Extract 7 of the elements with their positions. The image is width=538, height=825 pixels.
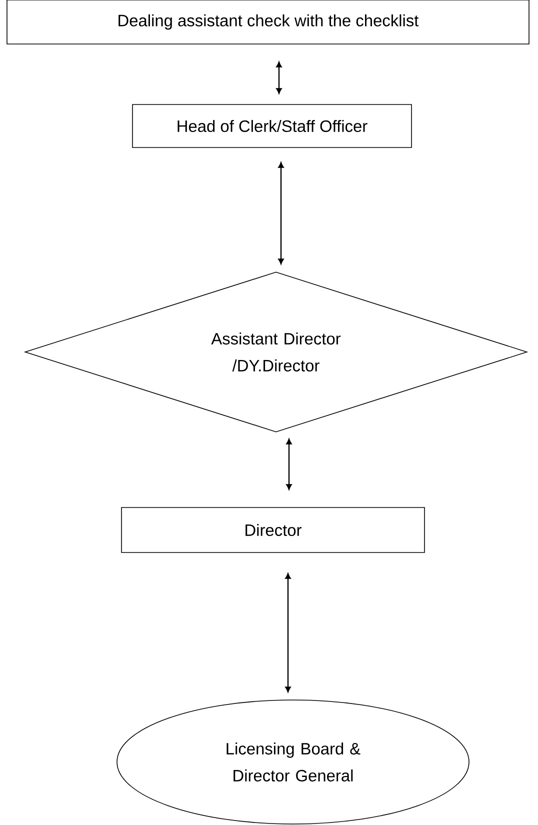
arrow [285,573,291,692]
process-box: Dealing assistant check with the checklist [6,0,530,44]
process-box: Head of Clerk/Staff Officer [132,104,412,148]
arrow [286,438,292,490]
arrow [276,62,282,94]
arrow [278,162,284,264]
process-box: Director [121,507,425,553]
